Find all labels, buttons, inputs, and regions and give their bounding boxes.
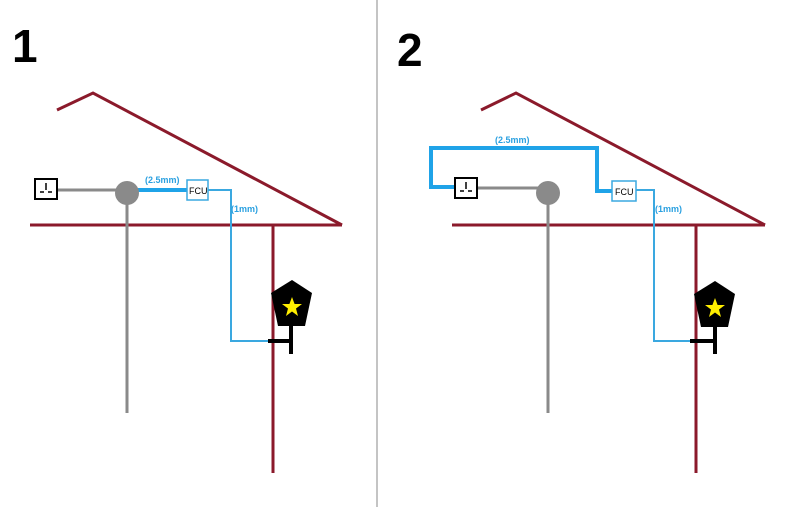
panel-1-roof [56, 91, 343, 227]
junction-box-icon [115, 181, 139, 205]
panel-1: 1 (2.5mm) FCU (1mm) [12, 20, 343, 473]
socket-outlet-icon [34, 178, 58, 200]
panel-2-number: 2 [397, 24, 423, 76]
wall-lantern-icon [690, 281, 735, 354]
panel-2-lamp-label: (1mm) [655, 204, 682, 214]
panel-2-fcu-label: FCU [615, 187, 634, 197]
star-icon [705, 298, 725, 317]
panel-1-feed-label: (2.5mm) [145, 175, 180, 185]
panel-1-lamp-cable [208, 189, 290, 342]
socket-outlet-icon [454, 177, 478, 199]
panel-2-feed-label: (2.5mm) [495, 135, 530, 145]
junction-box-icon [536, 181, 560, 205]
panel-2-roof [480, 91, 766, 227]
panel-1-fcu-label: FCU [189, 186, 208, 196]
panel-2: 2 (2.5mm) FCU (1mm) [397, 24, 766, 473]
panel-1-number: 1 [12, 20, 38, 72]
star-icon [282, 297, 302, 316]
panel-2-feed-cable [429, 146, 612, 193]
panel-2-lamp-cable [636, 189, 715, 342]
wall-lantern-icon [268, 280, 312, 354]
panel-1-lamp-label: (1mm) [231, 204, 258, 214]
